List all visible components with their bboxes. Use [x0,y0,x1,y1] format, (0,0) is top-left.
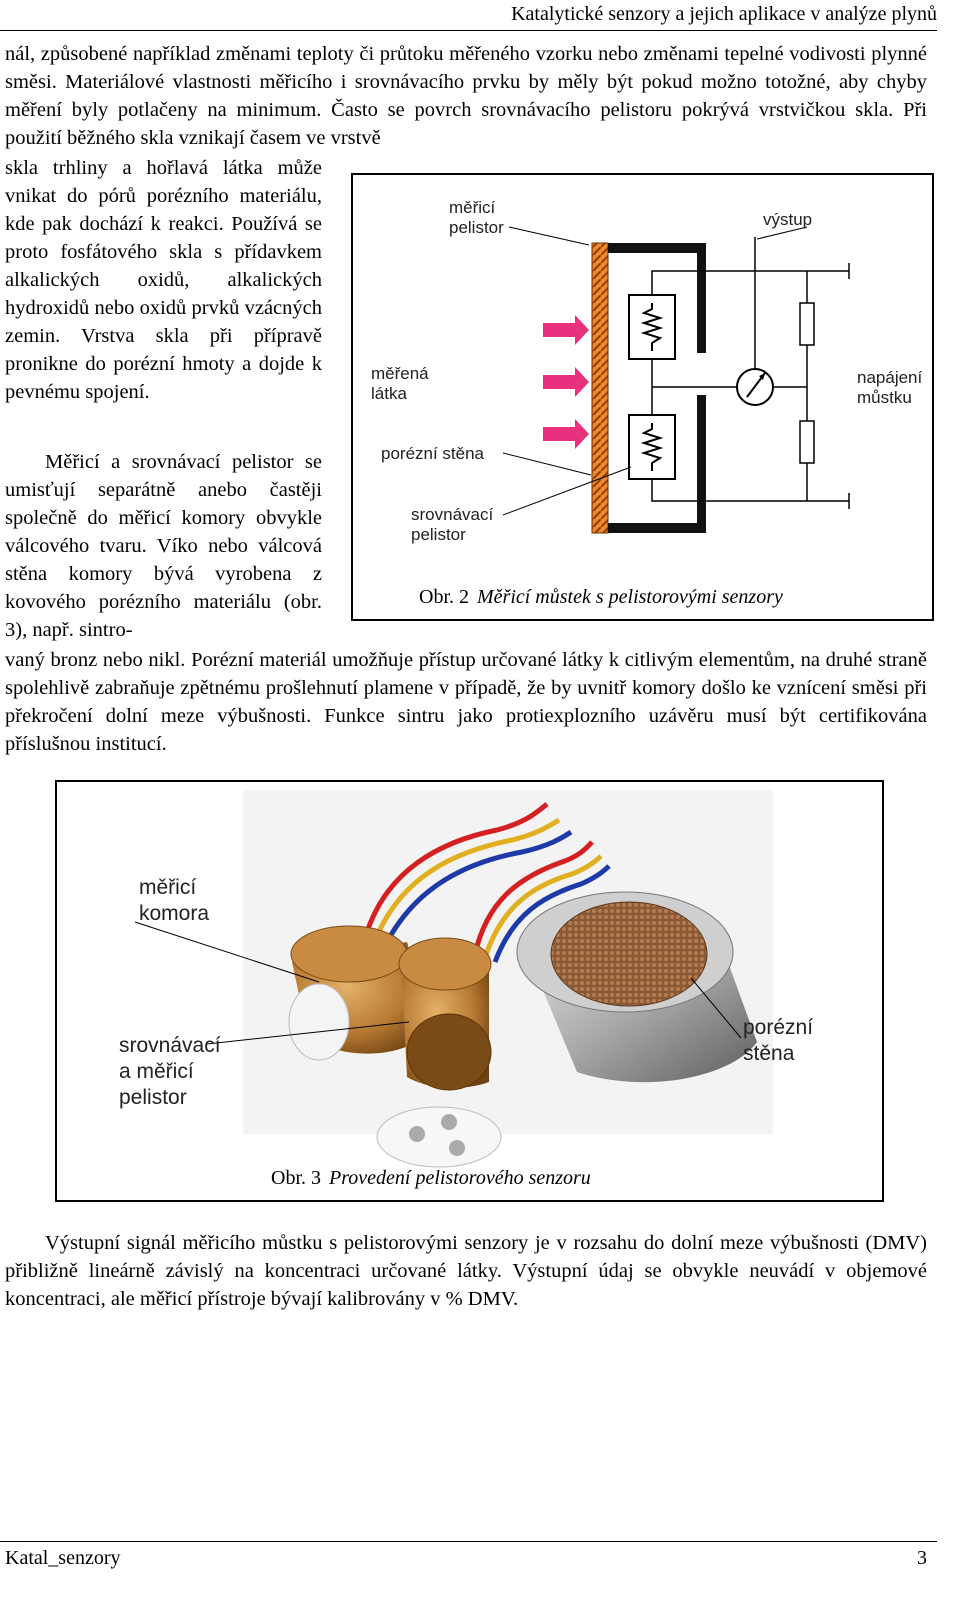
svg-text:stěna: stěna [743,1042,795,1065]
page-footer: Katal_senzory 3 [0,1541,937,1569]
svg-text:pelistor: pelistor [119,1086,187,1109]
label-measured-substance: měřená [371,364,429,383]
paragraph-2-continued: vaný bronz nebo nikl. Porézní materiál u… [5,649,927,755]
label-measuring-chamber: měřicí [139,876,196,899]
svg-text:můstku: můstku [857,388,912,407]
label-reference-pelistor: srovnávací [411,505,493,524]
svg-text:pelistor: pelistor [411,525,466,544]
paragraph-1: nál, způsobené například změnami teploty… [5,43,927,149]
svg-text:pelistor: pelistor [449,218,504,237]
header-title: Katalytické senzory a jejich aplikace v … [511,3,937,25]
porous-wall-photo-icon [550,901,708,1007]
figure-sensor-photo: měřicí komora srovnávací a měřicí pelist… [55,780,884,1202]
label-measuring-pelistor: měřicí [449,198,496,217]
figure-bridge-circuit: měřicí pelistor výstup měřená látka napá… [351,173,934,621]
bridge-resistor-bottom-icon [799,420,815,464]
label-bridge-supply: napájení [857,368,923,387]
bridge-resistor-top-icon [799,302,815,346]
gas-flow-arrows-icon [543,315,589,449]
label-pelistors: srovnávací [119,1034,221,1057]
label-output: výstup [763,210,812,229]
svg-text:komora: komora [139,902,209,925]
page-header: Katalytické senzory a jejich aplikace v … [0,0,937,31]
porous-wall-icon [591,242,609,534]
svg-text:látka: látka [371,384,407,403]
sensor-photo: měřicí komora srovnávací a měřicí pelist… [119,790,813,1189]
bridge-circuit-diagram: měřicí pelistor výstup měřená látka napá… [371,198,923,608]
footer-document-name: Katal_senzory [5,1547,121,1569]
svg-text:a měřicí: a měřicí [119,1060,194,1083]
label-porous-wall: porézní [743,1016,813,1039]
paragraph-3: Výstupní signál měřicího můstku s pelist… [5,1232,927,1310]
paragraph-1-continued: skla trhliny a hořlavá látka může vnikat… [5,157,322,403]
label-porous-wall: porézní stěna [381,444,485,463]
paragraph-2: Měřicí a srovnávací pelistor se umisťují… [5,451,322,641]
page-number: 3 [917,1547,927,1569]
